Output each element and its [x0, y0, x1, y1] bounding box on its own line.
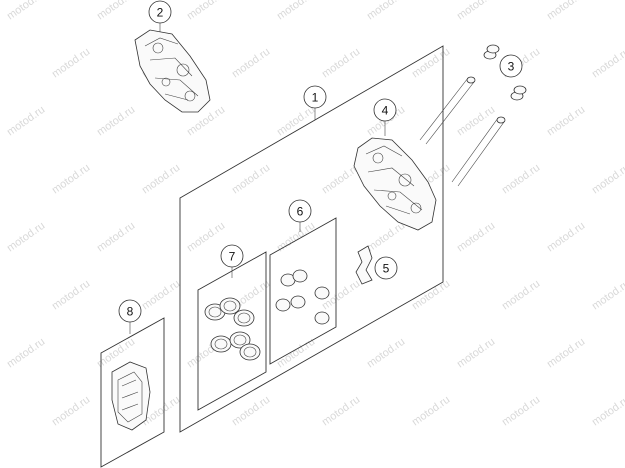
watermark-text: motod.ru	[5, 104, 47, 139]
watermark-text: motod.ru	[95, 0, 137, 22]
watermark-text: motod.ru	[230, 162, 272, 197]
kit-panel-8	[100, 317, 165, 468]
watermark-text: motod.ru	[5, 0, 47, 22]
watermark-text: motod.ru	[50, 278, 92, 313]
watermark-text: motod.ru	[230, 46, 272, 81]
watermark-text: motod.ru	[545, 220, 587, 255]
watermark-text: motod.ru	[590, 278, 625, 313]
callout-8: 8	[118, 299, 142, 323]
watermark-text: motod.ru	[95, 104, 137, 139]
watermark-text: motod.ru	[5, 220, 47, 255]
caliper-body-part-2	[134, 29, 211, 113]
kit-panel-7	[197, 251, 267, 411]
callout-5: 5	[374, 256, 398, 280]
watermark-text: motod.ru	[275, 0, 317, 22]
callout-4: 4	[373, 98, 397, 122]
pistons-part-6	[275, 269, 330, 325]
watermark-text: motod.ru	[410, 278, 452, 313]
watermark-text: motod.ru	[50, 394, 92, 429]
callout-1: 1	[303, 85, 327, 109]
watermark-text: motod.ru	[590, 162, 625, 197]
watermark-text: motod.ru	[455, 0, 497, 22]
callout-2: 2	[148, 0, 172, 24]
callout-label-8: 8	[127, 305, 134, 319]
watermark-text: motod.ru	[590, 394, 625, 429]
callout-3: 3	[499, 54, 523, 78]
watermark-text: motod.ru	[275, 220, 317, 255]
watermark-text: motod.ru	[365, 0, 407, 22]
watermark-text: motod.ru	[590, 46, 625, 81]
callout-label-4: 4	[382, 104, 389, 118]
callout-label-6: 6	[297, 205, 304, 219]
callout-label-5: 5	[383, 262, 390, 276]
watermark-text: motod.ru	[230, 394, 272, 429]
watermark-text: motod.ru	[500, 278, 542, 313]
watermark-text: motod.ru	[500, 162, 542, 197]
watermark-text: motod.ru	[545, 336, 587, 371]
seals-part-7	[204, 297, 261, 361]
watermark-text: motod.ru	[455, 336, 497, 371]
callout-label-7: 7	[229, 250, 236, 264]
watermark-text: motod.ru	[455, 220, 497, 255]
watermark-text: motod.ru	[50, 46, 92, 81]
callout-label-3: 3	[508, 60, 515, 74]
watermark-text: motod.ru	[545, 104, 587, 139]
callout-7: 7	[220, 244, 244, 268]
watermark-text: motod.ru	[320, 394, 362, 429]
watermark-text: motod.ru	[320, 46, 362, 81]
watermark-text: motod.ru	[410, 394, 452, 429]
callout-label-2: 2	[157, 6, 164, 20]
watermark-text: motod.ru	[365, 336, 407, 371]
callout-6: 6	[288, 199, 312, 223]
watermark-text: motod.ru	[185, 0, 227, 22]
watermark-text: motod.ru	[5, 336, 47, 371]
watermark-text: motod.ru	[455, 104, 497, 139]
kit-panel-6	[269, 217, 337, 365]
kit-panel-1	[179, 45, 444, 433]
watermark-text: motod.ru	[140, 278, 182, 313]
watermark-text: motod.ru	[275, 104, 317, 139]
watermark-text: motod.ru	[365, 220, 407, 255]
watermark-text: motod.ru	[50, 162, 92, 197]
watermark-text: motod.ru	[545, 0, 587, 22]
bolts-part-3	[419, 44, 527, 187]
caliper-body-part-4	[353, 137, 437, 231]
watermark-text: motod.ru	[140, 162, 182, 197]
callout-label-1: 1	[312, 91, 319, 105]
watermark-text: motod.ru	[410, 46, 452, 81]
spring-clip-part-5	[355, 245, 373, 285]
brake-pads-part-8	[111, 361, 151, 431]
watermark-text: motod.ru	[500, 394, 542, 429]
watermark-text: motod.ru	[185, 220, 227, 255]
watermark-text: motod.ru	[95, 220, 137, 255]
